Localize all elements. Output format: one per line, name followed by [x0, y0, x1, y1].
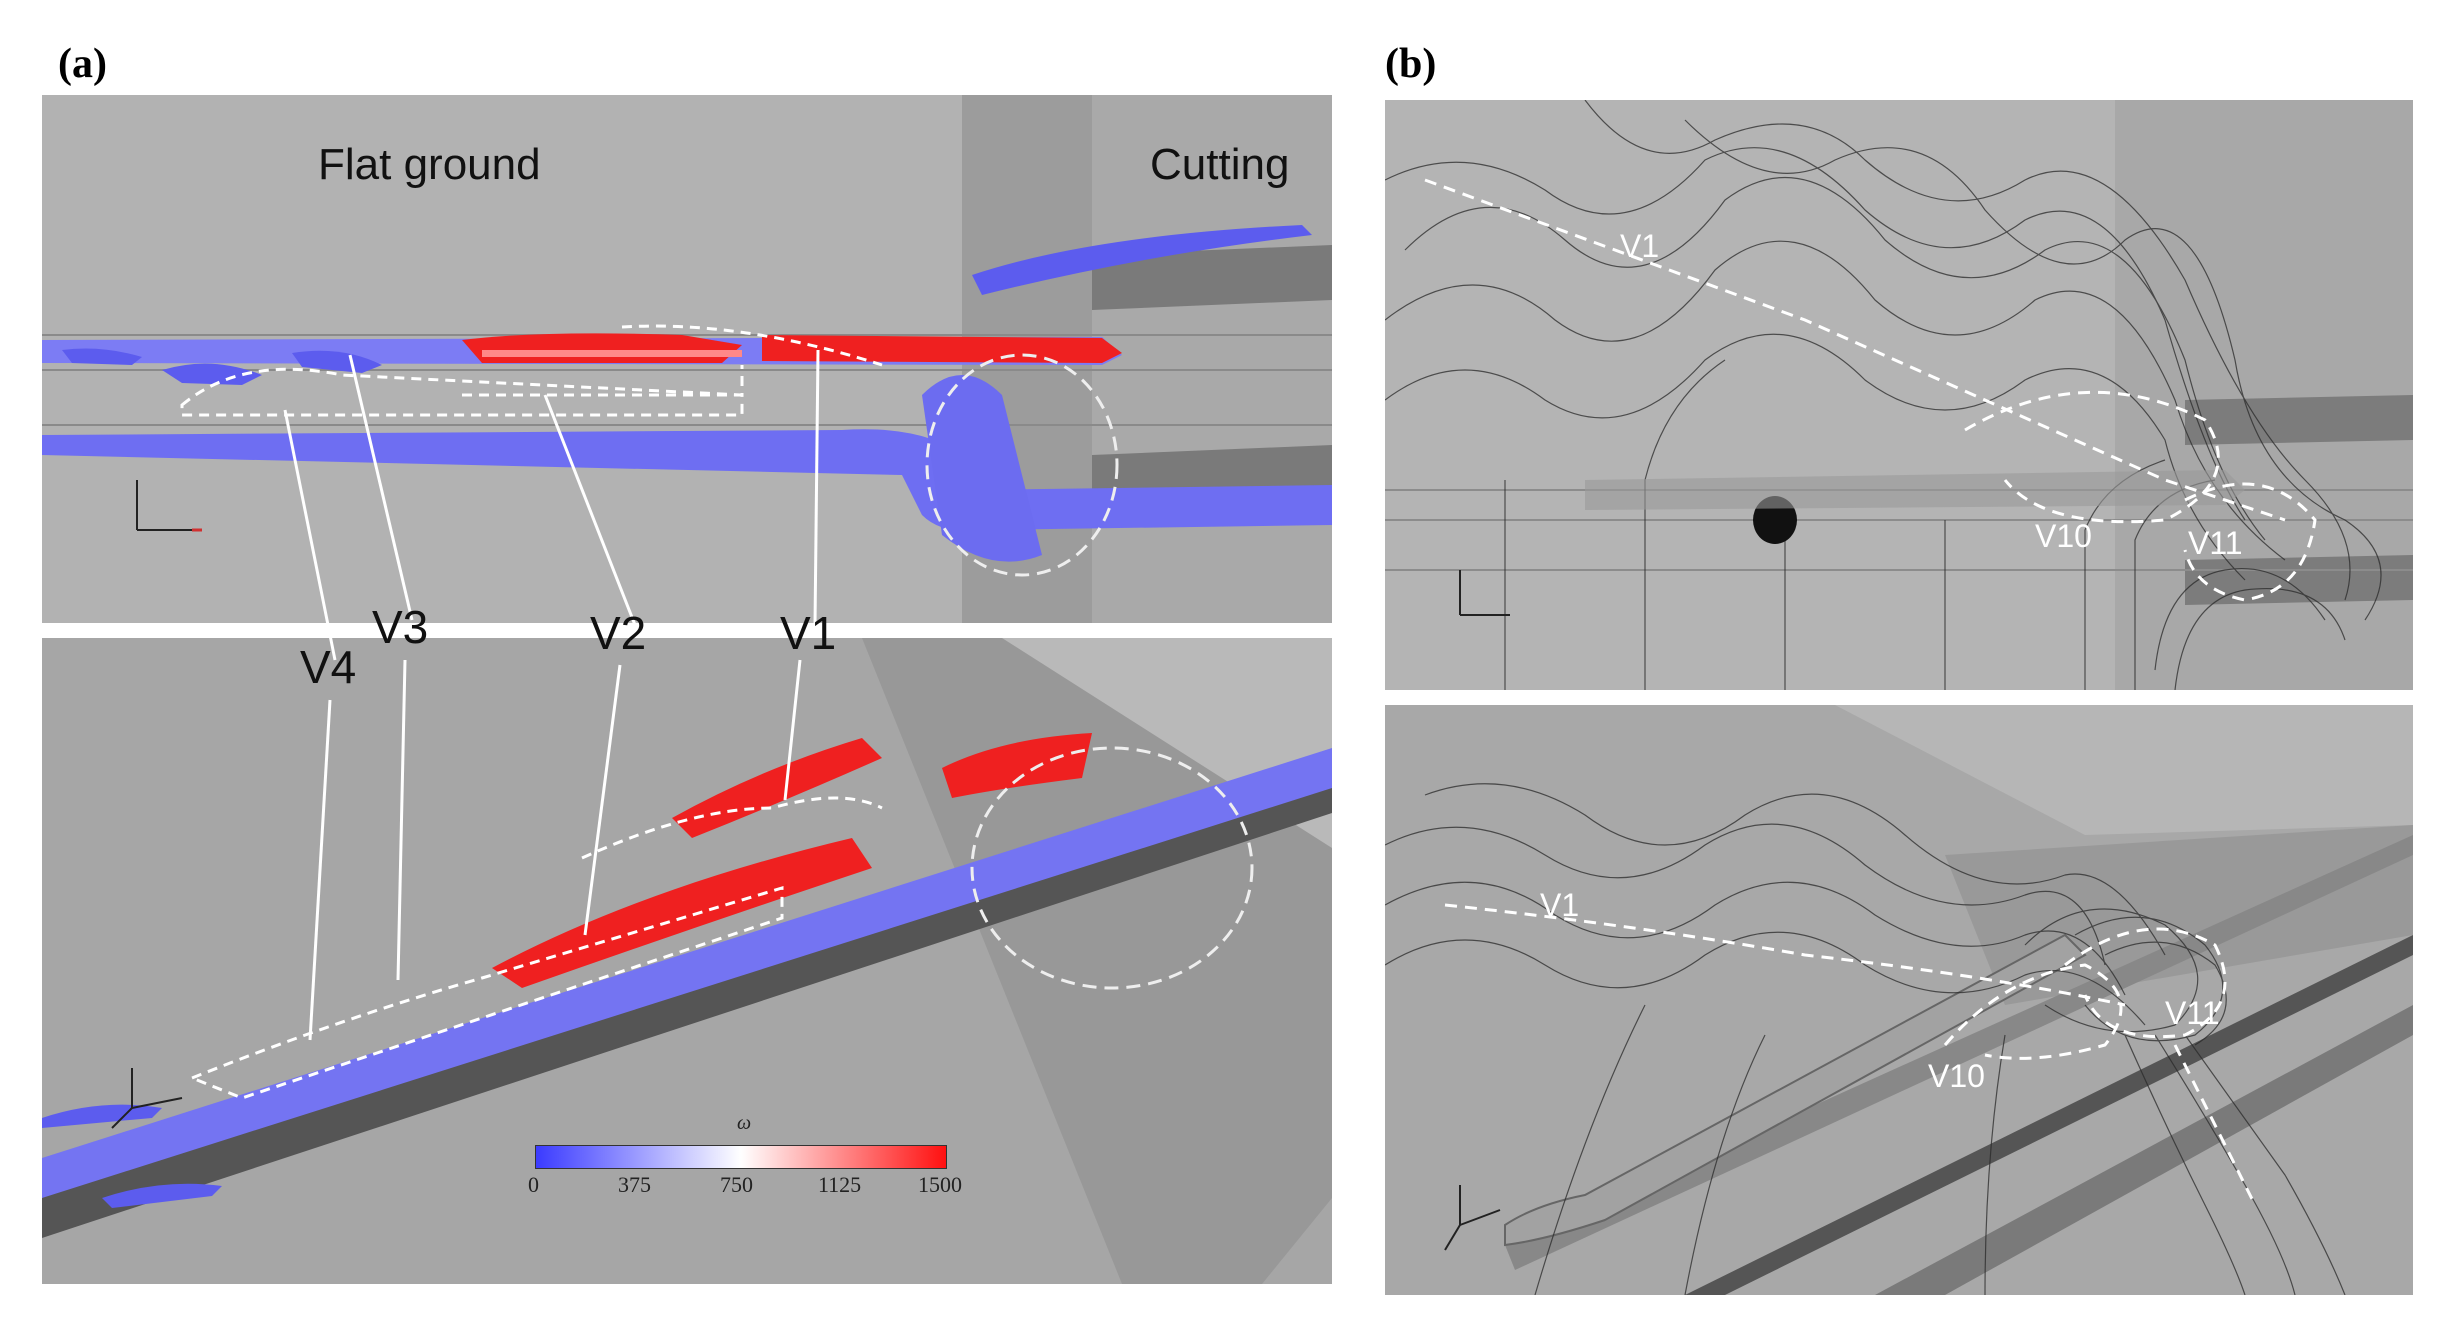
vortex-label-b-top-v1: V1: [1620, 228, 1660, 264]
panel-b-top-view: [1385, 100, 2413, 690]
panel-label-b: (b): [1385, 41, 1437, 87]
colorbar-tick-3: 1125: [818, 1172, 862, 1197]
vortex-label-b-top-v11: V11: [2188, 525, 2243, 561]
panel-a-top-render: [42, 95, 1332, 623]
vortex-label-v3: V3: [372, 601, 429, 653]
region-label-flat-ground: Flat ground: [318, 140, 541, 189]
panel-a-perspective-view: [42, 638, 1332, 1284]
vortex-label-v2: V2: [590, 607, 647, 659]
panel-b-perspective-view: [1385, 705, 2413, 1295]
colorbar-title: ω: [737, 1112, 752, 1134]
panel-a-top-view: [42, 95, 1332, 623]
vortex-label-b-bot-v1: V1: [1540, 887, 1580, 923]
vortex-label-v1: V1: [780, 607, 837, 659]
vortex-label-v4: V4: [300, 641, 357, 693]
panel-label-a: (a): [58, 41, 107, 87]
panel-b-top-render: [1385, 100, 2413, 690]
colorbar-tick-4: 1500: [918, 1172, 962, 1197]
vortex-label-b-bot-v10: V10: [1928, 1058, 1985, 1094]
colorbar-tick-0: 0: [528, 1172, 539, 1197]
region-label-cutting: Cutting: [1150, 140, 1290, 189]
panel-b-perspective-render: [1385, 705, 2413, 1295]
vortex-label-b-bot-v11: V11: [2165, 995, 2220, 1031]
vortex-label-b-top-v10: V10: [2035, 518, 2092, 554]
colorbar-tick-1: 375: [618, 1172, 651, 1197]
panel-a-perspective-render: [42, 638, 1332, 1284]
colorbar: [535, 1145, 947, 1169]
colorbar-tick-2: 750: [720, 1172, 753, 1197]
